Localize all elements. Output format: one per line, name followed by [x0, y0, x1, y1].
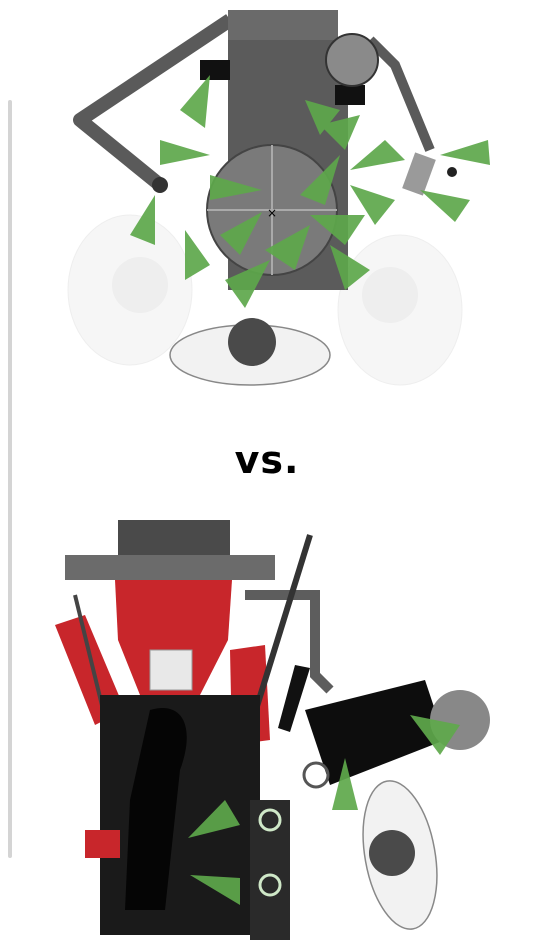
reach-arrow	[160, 140, 210, 165]
reach-arrow	[180, 75, 210, 128]
reach-arrow	[440, 140, 490, 165]
operator-figure	[170, 318, 330, 385]
right-arm	[370, 40, 457, 196]
reach-arrow	[350, 140, 405, 170]
side-console	[304, 680, 490, 787]
black-chassis	[85, 695, 290, 940]
reach-arrow	[185, 230, 210, 280]
vs-separator: vs.	[0, 438, 534, 482]
right-assistant-figure	[338, 235, 462, 385]
conventional-machine-diagram: ×	[0, 0, 534, 430]
reach-arrow	[420, 190, 470, 222]
left-arm	[80, 20, 230, 193]
ergonomic-machine-diagram	[0, 500, 534, 945]
left-assistant-figure	[68, 215, 192, 365]
svg-text:×: ×	[267, 206, 277, 220]
operator-figure	[353, 775, 448, 935]
